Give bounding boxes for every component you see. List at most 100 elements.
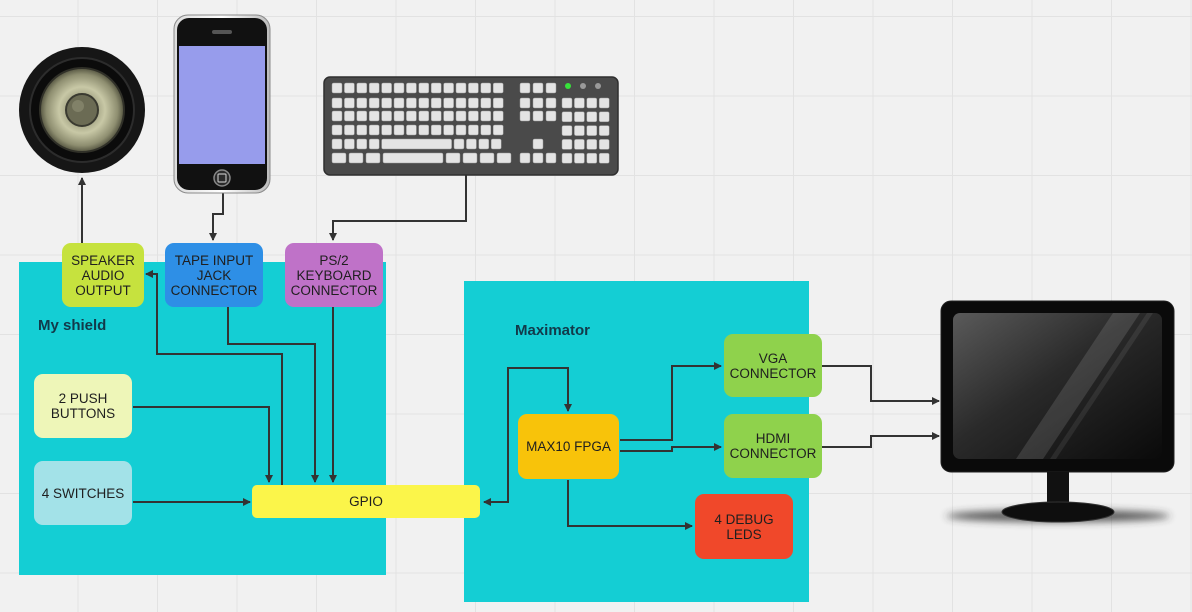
keyboard-key (496, 152, 512, 164)
keyboard-key (443, 82, 454, 94)
keyboard-key (586, 139, 598, 150)
line-gpio-speaker (145, 270, 283, 486)
keyboard-key (545, 152, 557, 164)
line-gpio-fpga (483, 444, 509, 506)
keyboard-key (480, 124, 492, 136)
keyboard-key (430, 124, 442, 136)
keyboard-key (480, 82, 492, 94)
keyboard-key (381, 97, 392, 109)
line-tape-gpio (227, 307, 319, 483)
keyboard-key (356, 97, 368, 109)
keyboard-key (490, 138, 502, 150)
keyboard-key (381, 124, 392, 136)
keyboard-key (545, 82, 557, 94)
keyboard-key (574, 97, 585, 109)
keyboard-key (586, 97, 598, 109)
keyboard-key (598, 111, 610, 123)
keyboard-key (418, 82, 430, 94)
keyboard-key (532, 138, 544, 150)
keyboard-key (519, 152, 531, 164)
keyboard-key (574, 152, 585, 164)
gpio-block[interactable]: GPIO (252, 485, 480, 518)
keyboard-key (586, 111, 598, 123)
keyboard-key (574, 139, 585, 150)
keyboard-key (344, 82, 355, 94)
keyboard-key (418, 110, 430, 122)
keyboard-key (598, 125, 610, 136)
ps2-keyboard-block[interactable]: PS/2 KEYBOARD CONNECTOR (285, 243, 383, 307)
line-hdmi-monitor (822, 432, 940, 448)
maximator-title: Maximator (515, 322, 591, 339)
keyboard-key (532, 110, 544, 122)
keyboard-key (382, 152, 444, 164)
keyboard-key (406, 82, 417, 94)
my-shield-title: My shield (38, 317, 107, 334)
keyboard-key (430, 82, 442, 94)
keyboard-key (455, 82, 467, 94)
fpga-block[interactable]: MAX10 FPGA (518, 414, 619, 479)
keyboard-key (479, 152, 495, 164)
keyboard-key (561, 139, 573, 150)
keyboard-key (430, 110, 442, 122)
keyboard-key (598, 97, 610, 109)
keyboard-key (478, 138, 490, 150)
keyboard-key (519, 82, 531, 94)
line-phone-tape (209, 193, 224, 241)
keyboard-key (492, 82, 504, 94)
keyboard-key (453, 138, 465, 150)
keyboard-key (331, 152, 347, 164)
speaker-audio-output-block[interactable]: SPEAKER AUDIO OUTPUT (62, 243, 144, 307)
keyboard-key (492, 97, 504, 109)
keyboard-key (574, 125, 585, 136)
keyboard-key (443, 124, 454, 136)
line-push-gpio (133, 406, 273, 483)
keyboard-key (406, 124, 417, 136)
hdmi-connector-block[interactable]: HDMI CONNECTOR (724, 414, 822, 478)
keyboard-key (356, 124, 368, 136)
keyboard-key (418, 97, 430, 109)
vga-connector-block[interactable]: VGA CONNECTOR (724, 334, 822, 397)
line-fpga-vga (620, 362, 722, 441)
keyboard-key (545, 110, 557, 122)
keyboard-key (492, 124, 504, 136)
keyboard-key (393, 82, 405, 94)
keyboard-key (545, 97, 557, 109)
keyboard-key (468, 124, 479, 136)
keyboard-key (430, 97, 442, 109)
keyboard-key (574, 111, 585, 123)
keyboard-key (356, 138, 368, 150)
keyboard-key (381, 138, 452, 150)
keyboard-key (418, 124, 430, 136)
push-buttons-block[interactable]: 2 PUSH BUTTONS (34, 374, 132, 438)
keyboard-key (455, 124, 467, 136)
line-keyboard-ps2 (329, 175, 467, 241)
keyboard-key (519, 97, 531, 109)
keyboard-key (406, 97, 417, 109)
keyboard-key (480, 97, 492, 109)
keyboard-key (356, 82, 368, 94)
keyboard-key (368, 124, 380, 136)
line-fpga-leds (567, 480, 693, 530)
keyboard-key (492, 110, 504, 122)
keyboard-key (356, 110, 368, 122)
keyboard-key (468, 97, 479, 109)
keyboard-key (331, 82, 343, 94)
keyboard-key (344, 124, 355, 136)
keyboard-key (368, 97, 380, 109)
tape-input-jack-block[interactable]: TAPE INPUT JACK CONNECTOR (165, 243, 263, 307)
switches-block[interactable]: 4 SWITCHES (34, 461, 132, 525)
debug-leds-block[interactable]: 4 DEBUG LEDS (695, 494, 793, 559)
keyboard-key (532, 82, 544, 94)
keyboard-key (586, 152, 598, 164)
keyboard-key (331, 138, 343, 150)
keyboard-key (561, 125, 573, 136)
keyboard-key (462, 152, 478, 164)
keyboard-key (468, 82, 479, 94)
line-fpga-hdmi (620, 443, 722, 452)
keyboard-key (331, 110, 343, 122)
